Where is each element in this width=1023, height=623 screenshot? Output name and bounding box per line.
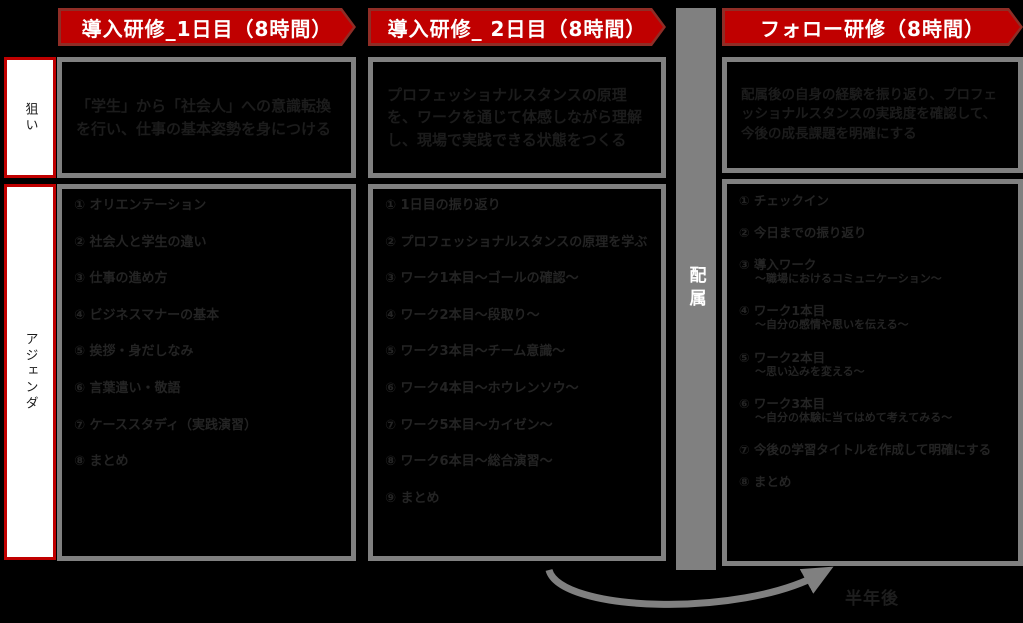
agenda-item: ④ ワーク2本目～段取り～ xyxy=(385,308,649,324)
agenda-item-text: ⑦ 今後の学習タイトルを作成して明確にする xyxy=(739,442,992,458)
agenda-item: ② 社会人と学生の違い xyxy=(74,235,339,251)
followup-interval-label: 半年後 xyxy=(845,589,899,609)
agenda-item-text: ⑦ ワーク5本目～カイゼン～ xyxy=(385,417,553,433)
agenda-item: ⑧ まとめ xyxy=(74,454,339,470)
header-banner-followup: フォロー研修（8時間） xyxy=(722,8,1023,46)
agenda-item-text: ② 社会人と学生の違い xyxy=(74,234,207,250)
agenda-item: ⑥ 言葉遣い・敬語 xyxy=(74,381,339,397)
aim-panel-day1: 「学生」から「社会人」への意識転換を行い、仕事の基本姿勢を身につける xyxy=(57,57,356,178)
agenda-item-text: ⑧ ワーク6本目～総合演習～ xyxy=(385,454,553,470)
agenda-item-text: ⑧ まとめ xyxy=(739,474,792,490)
agenda-item: ③ 仕事の進め方 xyxy=(74,271,339,287)
header-banner-followup-label: フォロー研修（8時間） xyxy=(725,11,1020,43)
header-banner-day1: 導入研修_1日目（8時間） xyxy=(58,8,356,46)
agenda-item-text: ② 今日までの振り返り xyxy=(739,225,867,240)
side-label-aim: 狙い xyxy=(4,57,56,178)
agenda-item-text: ⑥ ワーク4本目～ホウレンソウ～ xyxy=(385,380,579,396)
agenda-item: ⑤ ワーク2本目 ～思い込みを変える～ xyxy=(739,350,1006,379)
side-label-aim-text: 狙い xyxy=(22,101,38,134)
agenda-item: ⑧ ワーク6本目～総合演習～ xyxy=(385,454,649,470)
agenda-item-text: ① オリエンテーション xyxy=(74,198,207,213)
header-banner-day2: 導入研修_ 2日目（8時間） xyxy=(368,8,666,46)
aim-text-day2: プロフェッショナルスタンスの原理を、ワークを通じて体感しながら理解し、現場で実践… xyxy=(387,85,643,149)
agenda-item: ⑥ ワーク3本目 ～自分の体験に当てはめて考えてみる～ xyxy=(739,396,1006,425)
agenda-item: ② プロフェッショナルスタンスの原理を学ぶ xyxy=(385,235,649,251)
agenda-item: ⑧ まとめ xyxy=(739,474,1006,489)
agenda-item: ③ ワーク1本目～ゴールの確認～ xyxy=(385,271,649,287)
agenda-item-text: ⑥ ワーク3本目 xyxy=(739,395,826,411)
agenda-item: ① オリエンテーション xyxy=(74,198,339,214)
aim-text-day1: 「学生」から「社会人」への意識転換を行い、仕事の基本姿勢を身につける xyxy=(76,97,332,138)
agenda-item: ⑦ ワーク5本目～カイゼン～ xyxy=(385,418,649,434)
agenda-item-text: ⑧ まとめ xyxy=(74,454,129,470)
agenda-item: ② 今日までの振り返り xyxy=(739,225,1006,240)
agenda-item-text: ⑨ まとめ xyxy=(385,490,440,506)
agenda-panel-day2: ① 1日目の振り返り ② プロフェッショナルスタンスの原理を学ぶ ③ ワーク1本… xyxy=(368,184,666,561)
agenda-item: ① チェックイン xyxy=(739,193,1006,208)
agenda-item-text: ③ 仕事の進め方 xyxy=(74,271,168,287)
agenda-item: ⑦ ケーススタディ（実践演習） xyxy=(74,418,339,434)
agenda-item-sub: ～自分の感情や思いを伝える～ xyxy=(755,318,909,332)
agenda-item: ④ ワーク1本目 ～自分の感情や思いを伝える～ xyxy=(739,303,1006,332)
agenda-item: ① 1日目の振り返り xyxy=(385,198,649,214)
aim-panel-followup: 配属後の自身の経験を振り返り、プロフェッショナルスタンスの実践度を確認して、今後… xyxy=(722,57,1023,173)
agenda-item-sub: ～思い込みを変える～ xyxy=(755,364,865,378)
agenda-item-text: ③ 導入ワーク xyxy=(739,257,817,272)
agenda-panel-day1: ① オリエンテーション ② 社会人と学生の違い ③ 仕事の進め方 ④ ビジネスマ… xyxy=(57,184,356,561)
agenda-item-text: ④ ワーク1本目 xyxy=(739,303,826,319)
agenda-item-text: ④ ビジネスマナーの基本 xyxy=(74,307,220,323)
agenda-item: ⑨ まとめ xyxy=(385,491,649,507)
agenda-item-text: ⑥ 言葉遣い・敬語 xyxy=(74,380,181,396)
agenda-item: ④ ビジネスマナーの基本 xyxy=(74,308,339,324)
assignment-bar-label: 配属 xyxy=(685,266,706,312)
header-banner-day2-label: 導入研修_ 2日目（8時間） xyxy=(371,11,663,43)
agenda-item-text: ⑤ ワーク3本目～チーム意識～ xyxy=(385,344,566,360)
side-label-agenda: アジェンダ xyxy=(4,184,56,560)
agenda-item-sub: ～職場におけるコミュニケーション～ xyxy=(755,272,942,285)
agenda-item-text: ⑤ ワーク2本目 xyxy=(739,349,826,365)
agenda-item-text: ⑦ ケーススタディ（実践演習） xyxy=(74,417,257,433)
agenda-list-followup: ① チェックイン ② 今日までの振り返り ③ 導入ワーク ～職場におけるコミュニ… xyxy=(727,184,1018,515)
agenda-item-text: ③ ワーク1本目～ゴールの確認～ xyxy=(385,271,579,287)
agenda-item-text: ② プロフェッショナルスタンスの原理を学ぶ xyxy=(385,234,648,250)
aim-panel-day2: プロフェッショナルスタンスの原理を、ワークを通じて体感しながら理解し、現場で実践… xyxy=(368,57,666,178)
header-banner-day1-label: 導入研修_1日目（8時間） xyxy=(61,11,353,43)
agenda-item-sub: ～自分の体験に当てはめて考えてみる～ xyxy=(755,410,953,424)
agenda-list-day1: ① オリエンテーション ② 社会人と学生の違い ③ 仕事の進め方 ④ ビジネスマ… xyxy=(62,189,351,500)
agenda-item: ⑦ 今後の学習タイトルを作成して明確にする xyxy=(739,442,1006,457)
agenda-item-text: ① チェックイン xyxy=(739,193,829,208)
aim-text-followup: 配属後の自身の経験を振り返り、プロフェッショナルスタンスの実践度を確認して、今後… xyxy=(741,86,997,142)
assignment-bar: 配属 xyxy=(676,8,716,570)
agenda-list-day2: ① 1日目の振り返り ② プロフェッショナルスタンスの原理を学ぶ ③ ワーク1本… xyxy=(373,189,661,536)
agenda-item: ⑥ ワーク4本目～ホウレンソウ～ xyxy=(385,381,649,397)
agenda-item: ⑤ ワーク3本目～チーム意識～ xyxy=(385,344,649,360)
agenda-item: ⑤ 挨拶・身だしなみ xyxy=(74,344,339,360)
agenda-panel-followup: ① チェックイン ② 今日までの振り返り ③ 導入ワーク ～職場におけるコミュニ… xyxy=(722,179,1023,566)
agenda-item-text: ① 1日目の振り返り xyxy=(385,198,501,213)
agenda-item: ③ 導入ワーク ～職場におけるコミュニケーション～ xyxy=(739,257,1006,286)
agenda-item-text: ④ ワーク2本目～段取り～ xyxy=(385,307,540,323)
side-label-agenda-text: アジェンダ xyxy=(22,332,38,412)
agenda-item-text: ⑤ 挨拶・身だしなみ xyxy=(74,344,194,360)
